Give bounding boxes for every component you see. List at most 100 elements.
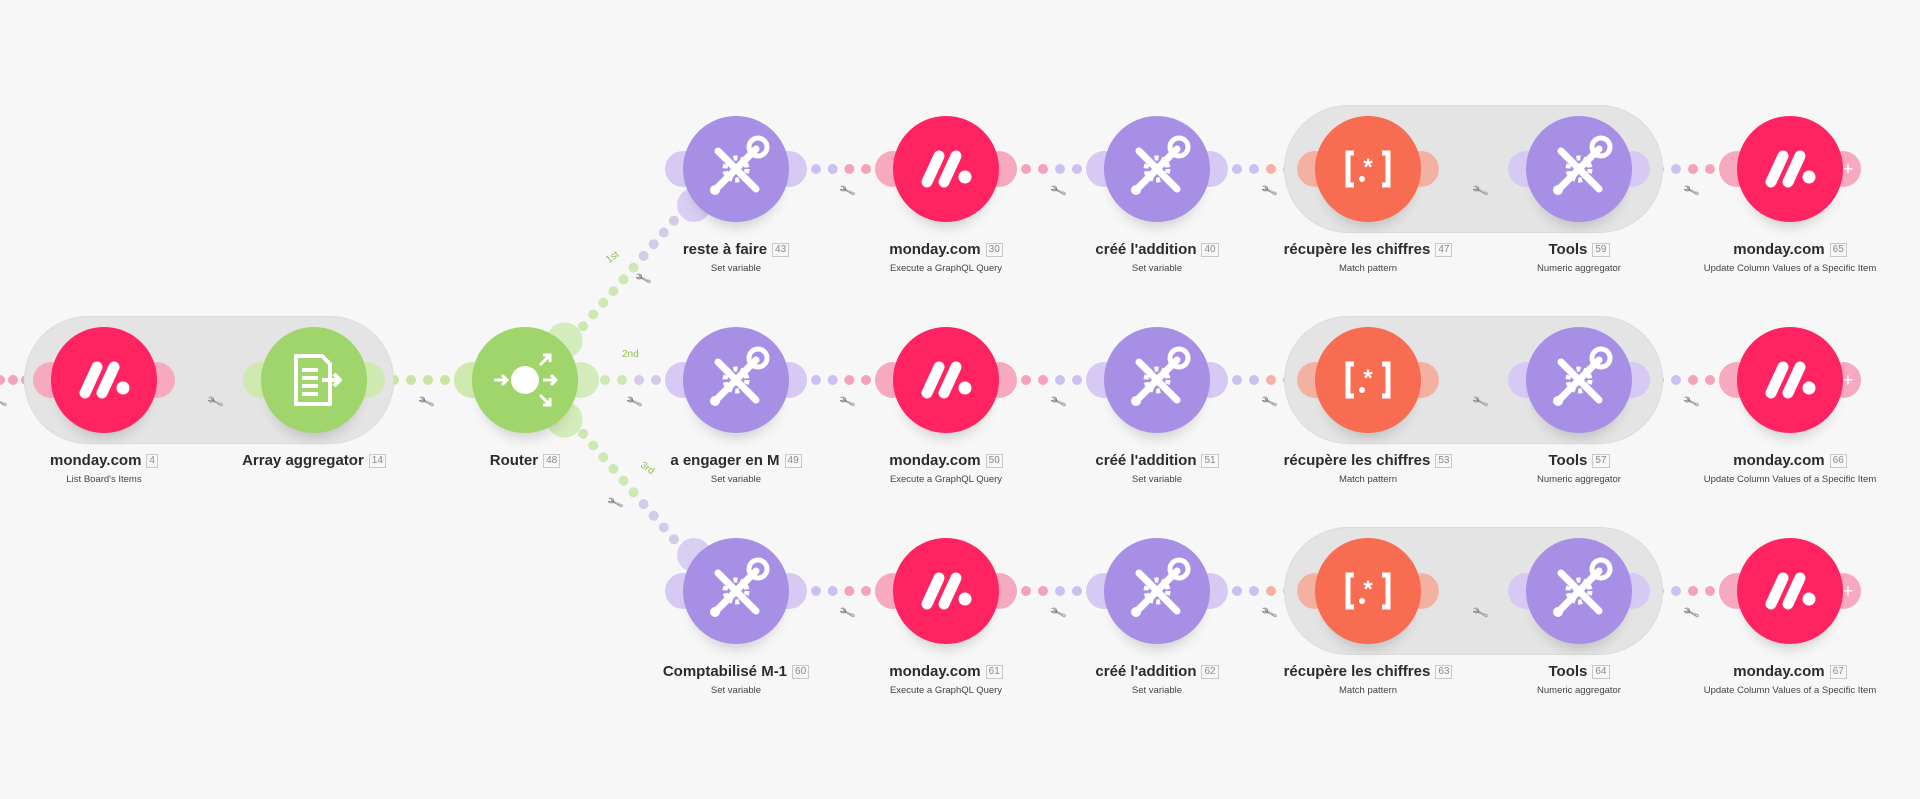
module-button[interactable] [1526, 538, 1632, 644]
module-action: Numeric aggregator [1537, 474, 1621, 485]
module-name: monday.com [1733, 452, 1825, 469]
module-button[interactable] [472, 327, 578, 433]
regex-icon: * [1338, 350, 1398, 410]
connection-dot [1232, 375, 1242, 385]
module-button[interactable] [51, 327, 157, 433]
module-id-badge: 65 [1829, 243, 1847, 257]
module-action: Set variable [710, 474, 762, 485]
module-action: List Board's Items [66, 474, 142, 485]
module-button[interactable]: * [1315, 327, 1421, 433]
connection-dot [1021, 375, 1031, 385]
module-name: créé l'addition [1095, 241, 1197, 258]
connection-dot [1705, 375, 1715, 385]
module-button[interactable] [683, 538, 789, 644]
connection-dot [861, 375, 871, 385]
module-button[interactable] [1104, 327, 1210, 433]
regex-icon: * [1338, 139, 1398, 199]
module-name: monday.com [889, 241, 981, 258]
module-button[interactable] [1526, 116, 1632, 222]
connection-dot [1688, 164, 1698, 174]
module-button[interactable] [1737, 538, 1843, 644]
connection-dot [406, 375, 416, 385]
route-connection-dot [588, 309, 599, 320]
monday-logo-icon [1757, 347, 1823, 413]
array-aggregator-icon [282, 348, 346, 412]
module-name: a engager en M [670, 452, 780, 469]
route-connection-dot [638, 250, 649, 261]
module-id-badge: 60 [792, 665, 810, 679]
tools-icon [1121, 555, 1193, 627]
module-id-badge: 66 [1829, 454, 1847, 468]
route-connection-dot [608, 286, 619, 297]
module-button[interactable] [893, 327, 999, 433]
module-button[interactable] [261, 327, 367, 433]
module-id-badge: 67 [1829, 665, 1847, 679]
connection-dot [1249, 375, 1259, 385]
connection-dot [1072, 586, 1082, 596]
route-connection-dot [648, 239, 659, 250]
module-label: monday.com 66 [1630, 452, 1920, 469]
route-connection-dot [578, 428, 589, 439]
connection-dot [861, 164, 871, 174]
connection-dot [1688, 586, 1698, 596]
module-button[interactable]: * [1315, 538, 1421, 644]
route-connection-dot [578, 321, 589, 332]
route-connection-dot [628, 262, 639, 273]
monday-logo-icon [913, 136, 979, 202]
route-connection-dot [651, 375, 661, 385]
connection-dot [1266, 586, 1276, 596]
plus-icon: + [1842, 159, 1854, 179]
module-button[interactable] [1104, 538, 1210, 644]
route-connection-dot [634, 375, 644, 385]
module-label: créé l'addition 40 [997, 241, 1317, 258]
module-id-badge: 62 [1201, 665, 1219, 679]
connection-dot [1266, 164, 1276, 174]
module-name: Array aggregator [242, 452, 364, 469]
module-button[interactable] [683, 327, 789, 433]
monday-logo-icon [913, 347, 979, 413]
svg-text:*: * [1363, 154, 1373, 181]
module-button[interactable] [1526, 327, 1632, 433]
module-action: Set variable [1131, 263, 1183, 274]
module-name: Router [489, 452, 539, 469]
connection-dot [811, 586, 821, 596]
module-button[interactable]: * [1315, 116, 1421, 222]
module-id-badge: 40 [1201, 243, 1219, 257]
module-button[interactable] [893, 116, 999, 222]
connection-dot [1021, 586, 1031, 596]
connection-dot [1055, 164, 1065, 174]
module-button[interactable] [893, 538, 999, 644]
module-id-badge: 47 [1435, 243, 1453, 257]
module-name: créé l'addition [1095, 452, 1197, 469]
module-id-badge: 64 [1592, 665, 1610, 679]
module-action: Execute a GraphQL Query [889, 474, 1003, 485]
monday-logo-icon [1757, 558, 1823, 624]
connection-dot [423, 375, 433, 385]
connection-dot [1038, 586, 1048, 596]
connection-dot [1249, 164, 1259, 174]
module-button[interactable] [1104, 116, 1210, 222]
connection-dot [1705, 586, 1715, 596]
module-button[interactable] [1737, 327, 1843, 433]
route-connection-dot [638, 499, 649, 510]
module-action: Numeric aggregator [1537, 263, 1621, 274]
module-button[interactable] [683, 116, 789, 222]
module-action: Match pattern [1338, 263, 1398, 274]
connection-dot [827, 164, 838, 174]
module-action: Set variable [1131, 685, 1183, 696]
module-id-badge: 59 [1592, 243, 1610, 257]
monday-logo-icon [913, 558, 979, 624]
svg-text:*: * [1363, 365, 1373, 392]
connection-dot [1072, 375, 1082, 385]
connection-dot [1072, 164, 1082, 174]
module-button[interactable] [1737, 116, 1843, 222]
